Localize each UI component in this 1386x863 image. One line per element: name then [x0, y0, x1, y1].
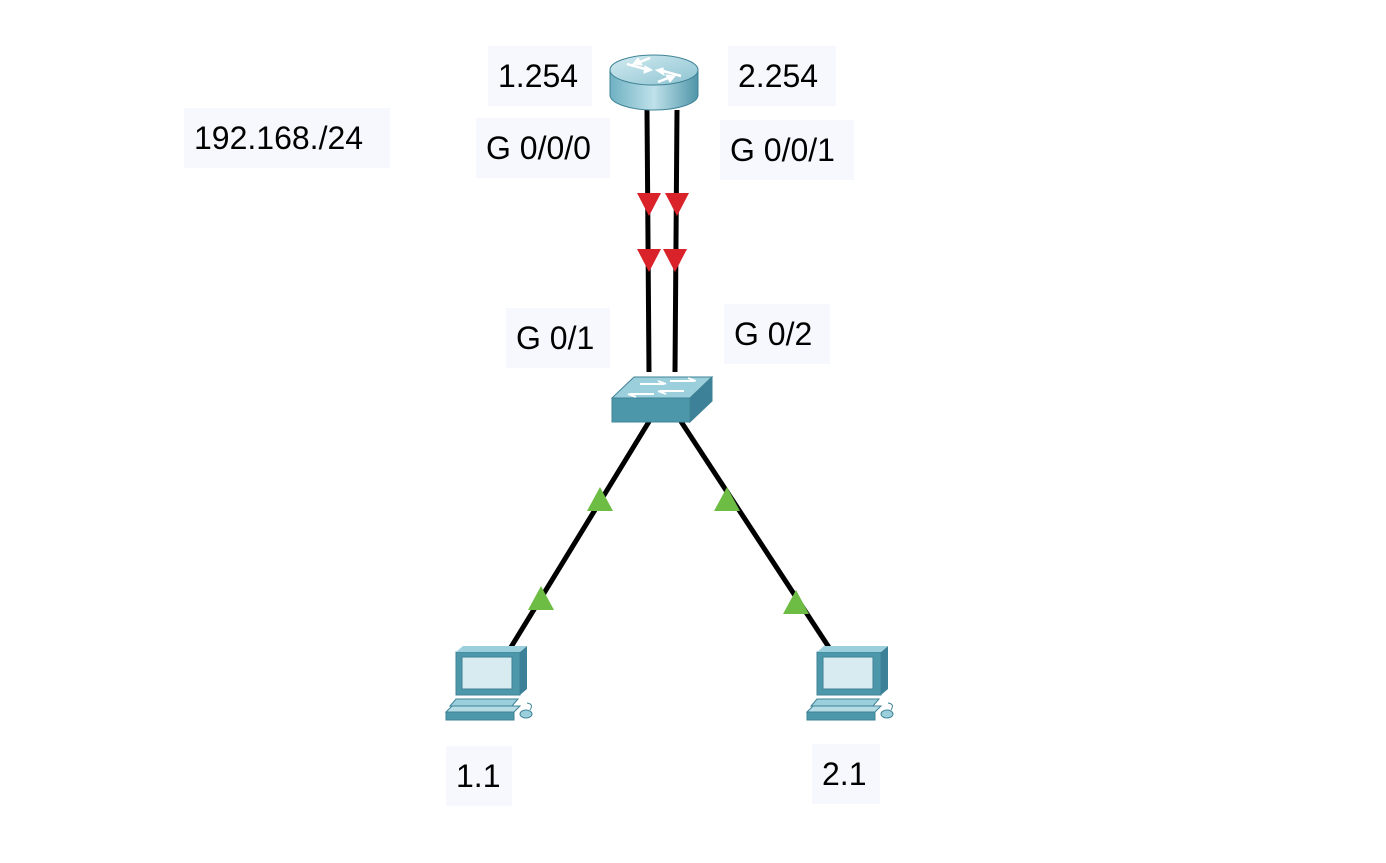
router-left-ip-label: 1.254 [488, 46, 592, 106]
link-router-switch-g000-g01[interactable] [637, 109, 661, 373]
link-up-marker [528, 586, 554, 610]
host-right-ip-label: 2.1 [812, 744, 880, 804]
pc-icon[interactable] [444, 646, 533, 721]
router-right-interface-label: G 0/0/1 [720, 120, 854, 180]
link-up-marker [587, 487, 613, 511]
switch-right-port-label: G 0/2 [724, 304, 830, 364]
link-router-switch-g001-g02[interactable] [663, 109, 689, 373]
pc-icon[interactable] [805, 646, 894, 721]
network-label: 192.168./24 [184, 108, 390, 168]
link-down-marker [663, 249, 687, 272]
host-left-ip-label: 1.1 [446, 746, 512, 806]
router-right-ip-label: 2.254 [728, 46, 836, 106]
link-down-marker [665, 193, 689, 216]
link-switch-pc-left[interactable] [505, 418, 653, 654]
router-icon[interactable] [609, 54, 699, 111]
switch-icon[interactable] [610, 375, 714, 424]
router-left-interface-label: G 0/0/0 [476, 118, 610, 178]
link-down-marker [637, 193, 661, 216]
link-switch-pc-right[interactable] [677, 418, 835, 654]
link-up-marker [783, 590, 809, 614]
switch-left-port-label: G 0/1 [506, 308, 610, 368]
link-up-marker [714, 487, 740, 511]
link-down-marker [637, 249, 661, 272]
